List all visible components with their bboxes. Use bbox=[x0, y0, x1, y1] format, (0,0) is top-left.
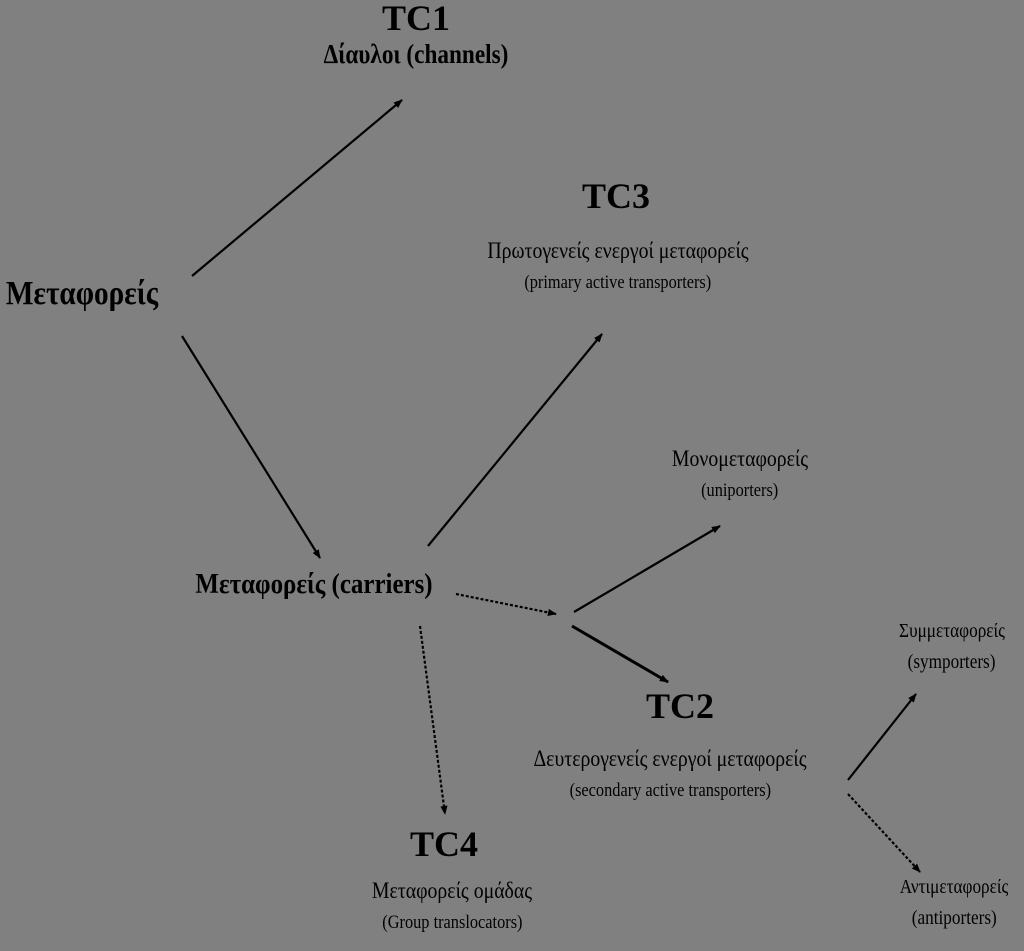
symporters-name-en: (symporters) bbox=[908, 651, 996, 673]
arrow-branch-to-tc2 bbox=[571, 624, 669, 684]
node-root: Μεταφορείς bbox=[0, 274, 171, 313]
node-tc3-desc: Πρωτογενείς ενεργοί μεταφορείς (primary … bbox=[466, 238, 770, 294]
arrow-root-to-carriers bbox=[181, 335, 321, 559]
tc2-name-en: (secondary active transporters) bbox=[569, 780, 771, 802]
uniporters-name-en: (uniporters) bbox=[701, 480, 779, 502]
arrow-branch-to-uniporters bbox=[573, 525, 721, 613]
arrow-root-to-tc1 bbox=[191, 99, 403, 277]
tc4-name-gr: Μεταφορείς ομάδας bbox=[371, 878, 533, 903]
antiporters-name-en: (antiporters) bbox=[911, 907, 997, 929]
node-tc3: TC3 bbox=[582, 176, 650, 217]
node-carriers: Μεταφορείς (carriers) bbox=[176, 568, 452, 601]
node-tc4: TC4 bbox=[410, 824, 478, 865]
tc2-name-gr: Δευτερογενείς ενεργοί μεταφορείς bbox=[533, 746, 807, 771]
arrow-tc2-to-symporters bbox=[847, 693, 917, 781]
carriers-name: Μεταφορείς (carriers) bbox=[195, 568, 433, 600]
root-name: Μεταφορείς bbox=[5, 275, 159, 312]
antiporters-name-gr: Αντιμεταφορείς bbox=[899, 876, 1009, 898]
tc3-name-en: (primary active transporters) bbox=[524, 272, 712, 294]
tc3-code: TC3 bbox=[581, 176, 651, 216]
arrow-tc2-to-antiporters bbox=[847, 793, 921, 873]
arrow-carriers-to-tc4 bbox=[418, 625, 448, 815]
node-tc2: TC2 bbox=[646, 686, 714, 727]
node-antiporters: Αντιμεταφορείς (antiporters) bbox=[891, 876, 1017, 930]
node-tc2-desc: Δευτερογενείς ενεργοί μεταφορείς (second… bbox=[511, 746, 829, 802]
node-symporters: Συμμεταφορείς (symporters) bbox=[890, 620, 1013, 674]
tc1-code: TC1 bbox=[381, 0, 450, 38]
uniporters-name-gr: Μονομεταφορείς bbox=[671, 446, 809, 471]
tc4-name-en: (Group translocators) bbox=[381, 912, 523, 934]
node-tc4-desc: Μεταφορείς ομάδας (Group translocators) bbox=[359, 878, 545, 934]
arrow-carriers-to-tc3 bbox=[427, 333, 603, 547]
tc2-code: TC2 bbox=[645, 686, 715, 726]
symporters-name-gr: Συμμεταφορείς bbox=[899, 620, 1005, 642]
node-tc1: TC1 Δίαυλοι (channels) bbox=[309, 0, 524, 70]
tc1-name: Δίαυλοι (channels) bbox=[323, 39, 509, 70]
arrow-carriers-to-branch bbox=[455, 592, 557, 616]
tc4-code: TC4 bbox=[409, 824, 479, 864]
tc3-name-gr: Πρωτογενείς ενεργοί μεταφορείς bbox=[487, 238, 749, 263]
node-uniporters: Μονομεταφορείς (uniporters) bbox=[661, 446, 819, 502]
